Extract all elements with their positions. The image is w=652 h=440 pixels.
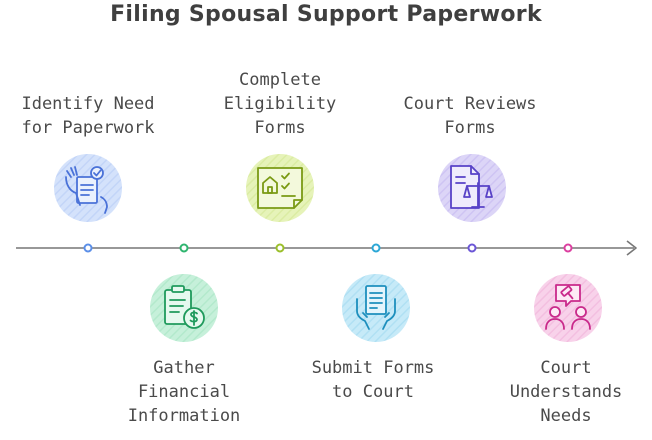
timeline-dot	[179, 243, 189, 253]
financial-document-icon	[149, 273, 219, 343]
step-label-gather-financial: Gather Financial Information	[99, 356, 269, 428]
step-label-line: Forms	[444, 118, 496, 138]
step-label-line: Eligibility	[223, 94, 337, 114]
legal-scales-document-icon	[437, 153, 507, 223]
diagram-title: Filing Spousal Support Paperwork	[110, 2, 542, 27]
meeting-gavel-icon	[533, 273, 603, 343]
timeline-dots	[83, 243, 573, 253]
timeline-dot	[275, 243, 285, 253]
step-label-submit-forms: Submit Forms to Court	[288, 356, 458, 404]
step-label-line: Court	[540, 358, 592, 378]
eligibility-form-icon	[245, 153, 315, 223]
step-label-line: Information	[127, 406, 241, 426]
timeline-arrowhead	[626, 240, 637, 256]
step-label-line: Identify Need	[21, 94, 155, 114]
step-label-line: Complete	[239, 70, 321, 90]
step-label-line: Understands	[509, 382, 623, 402]
step-label-line: Submit Forms	[311, 358, 435, 378]
step-label-court-reviews: Court Reviews Forms	[385, 92, 555, 140]
document-check-hand-icon	[53, 153, 123, 223]
timeline-dot	[83, 243, 93, 253]
step-label-court-understands: Court Understands Needs	[481, 356, 651, 428]
step-label-line: for Paperwork	[21, 118, 155, 138]
step-label-line: Court Reviews	[403, 94, 537, 114]
step-label-line: to Court	[332, 382, 414, 402]
step-label-line: Needs	[540, 406, 592, 426]
step-label-line: Financial	[137, 382, 231, 402]
timeline-dot	[371, 243, 381, 253]
timeline-dot	[563, 243, 573, 253]
submit-form-hands-icon	[341, 273, 411, 343]
step-label-identify-need: Identify Need for Paperwork	[3, 92, 173, 140]
timeline-dot	[467, 243, 477, 253]
step-label-line: Forms	[254, 118, 306, 138]
step-label-complete-eligibility: Complete Eligibility Forms	[195, 68, 365, 140]
step-label-line: Gather	[153, 358, 215, 378]
